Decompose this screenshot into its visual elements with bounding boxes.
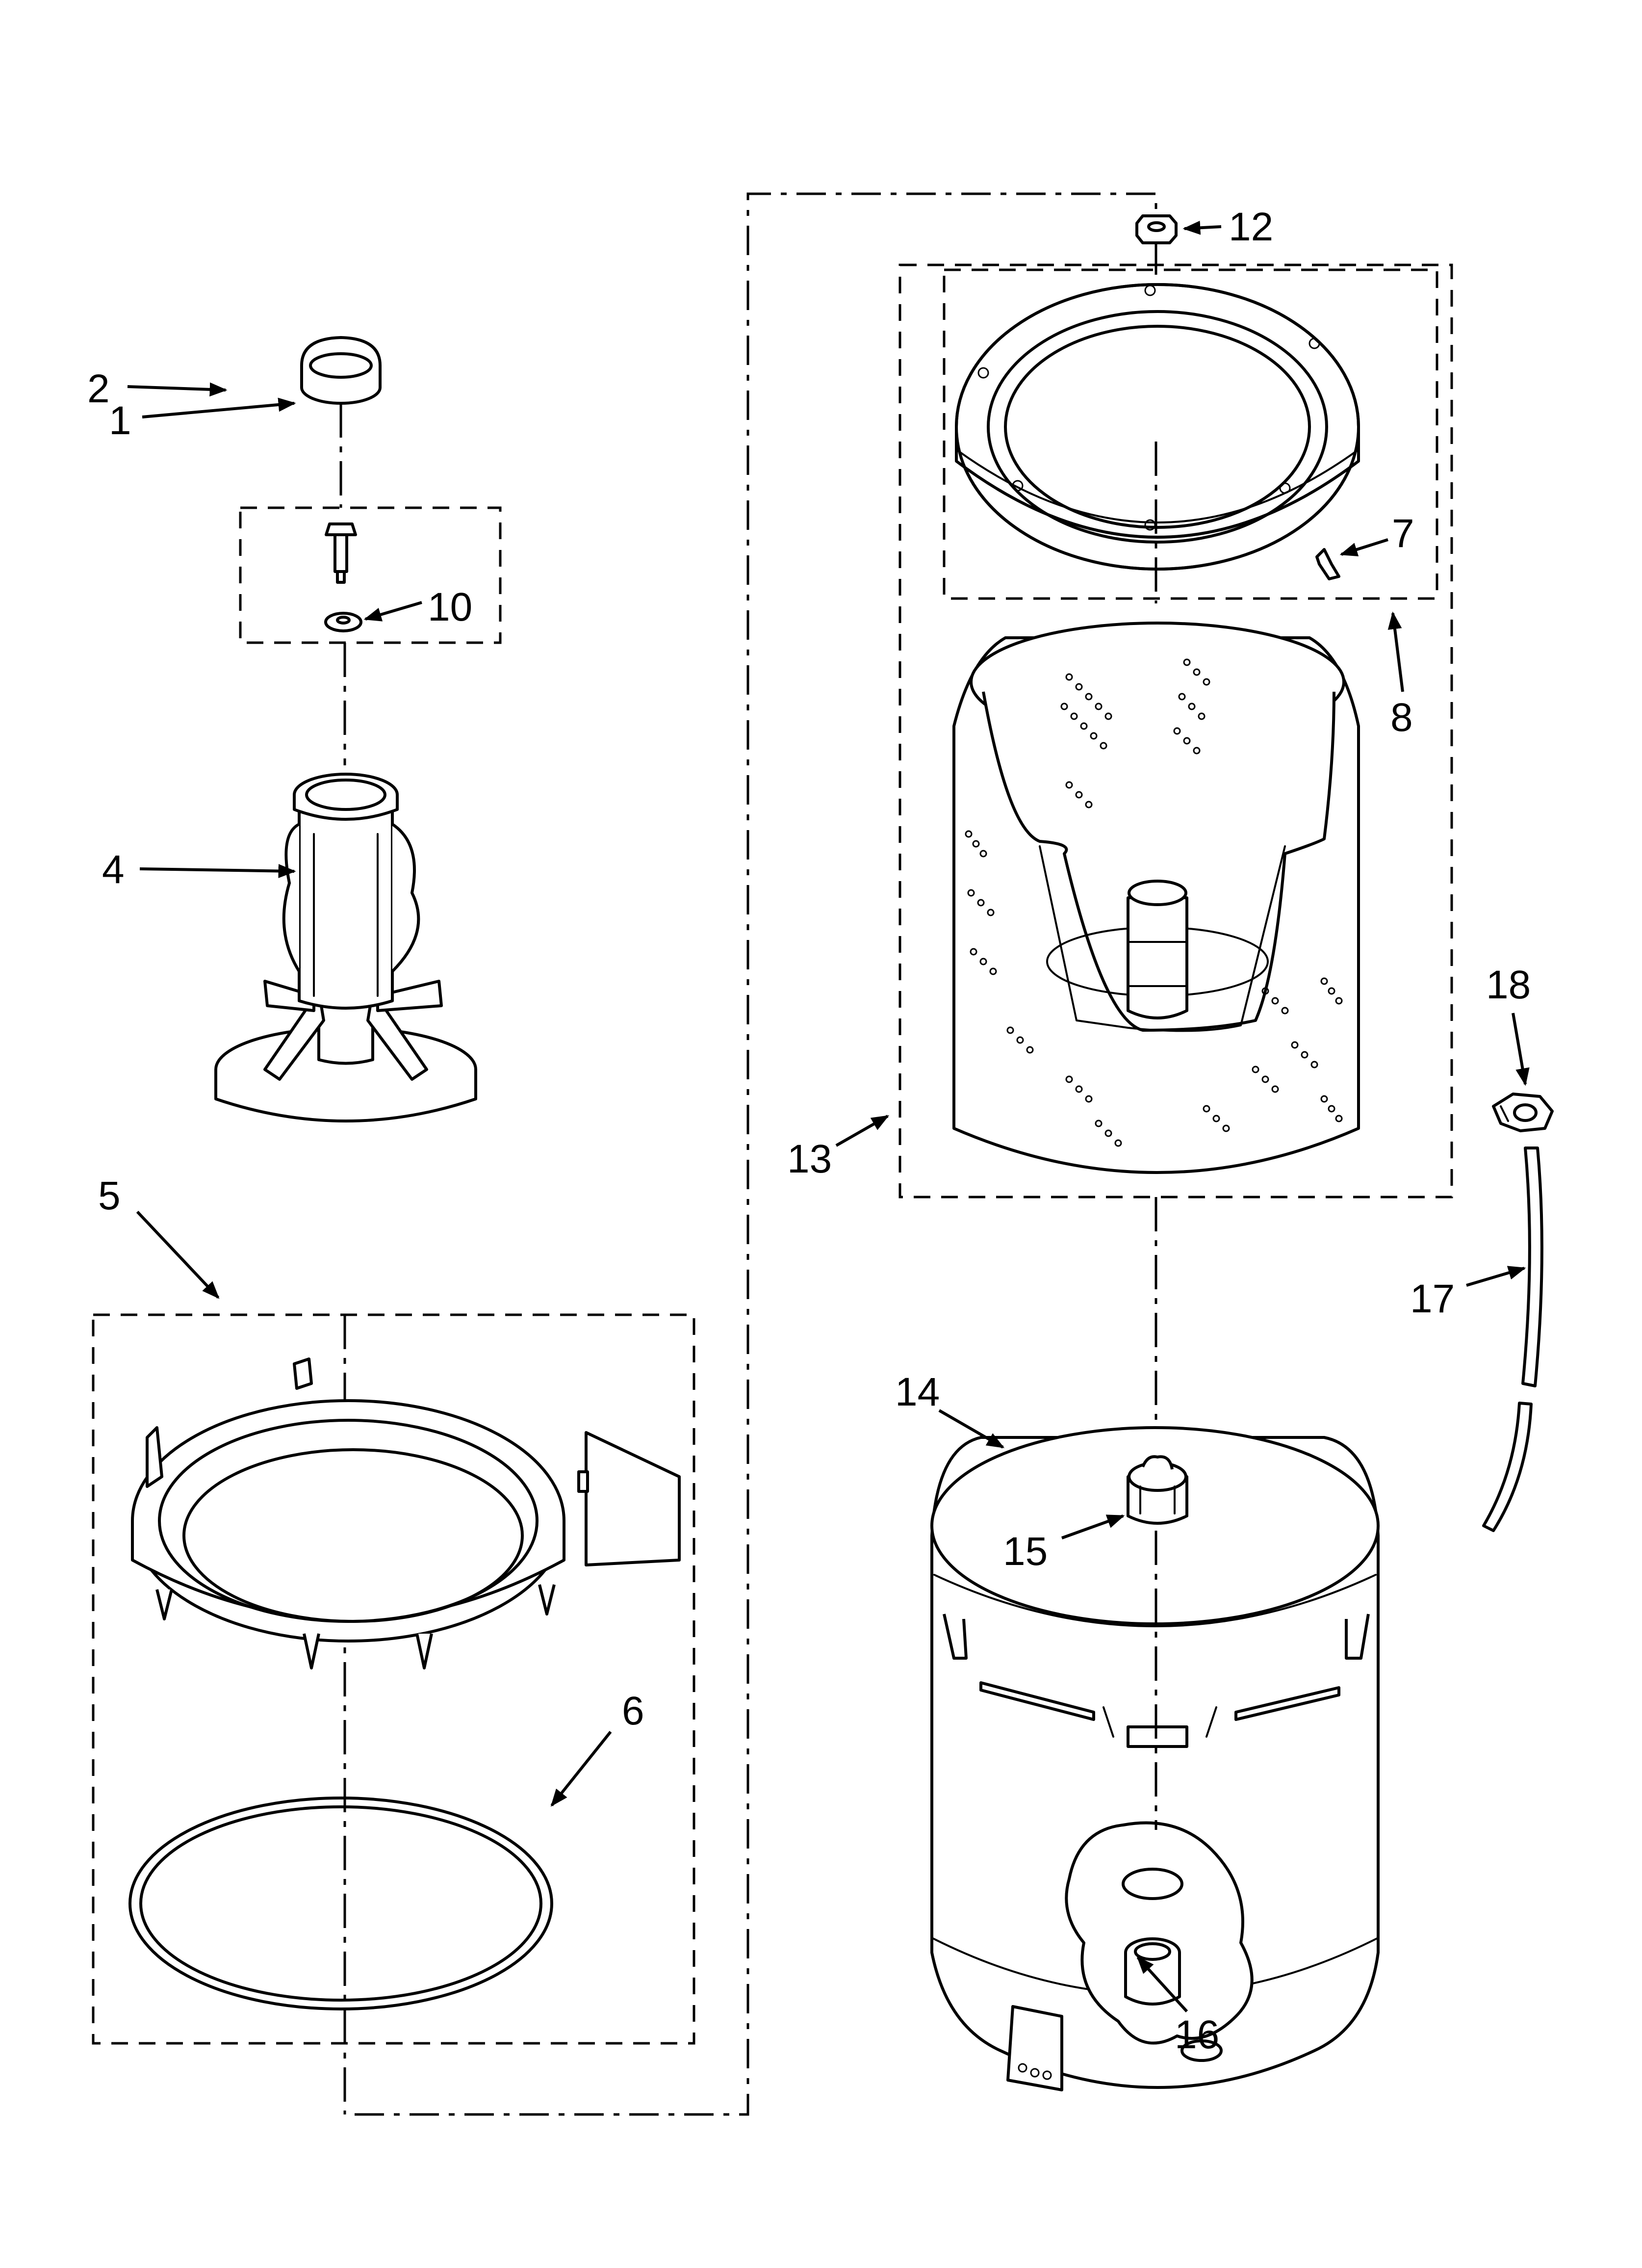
- callout-10: 10: [428, 585, 472, 629]
- leader-arrows: [127, 220, 1530, 2013]
- callout-12: 12: [1229, 205, 1273, 249]
- part-17-hose: [1482, 1147, 1543, 1532]
- part-18-clip: [1492, 1093, 1554, 1132]
- callout-labels: 1 2 4 5 6 7 8 10 12 13 14 15 16 17 18: [87, 205, 1531, 2057]
- part-5-tub-ring: [131, 1357, 681, 1669]
- callout-8: 8: [1390, 695, 1413, 740]
- group-box-13: [898, 263, 1453, 1199]
- part-13-basket: [952, 622, 1360, 1437]
- callout-17: 17: [1410, 1277, 1455, 1321]
- basket-perforations: [965, 658, 1343, 1147]
- part-1-cap: [300, 336, 382, 508]
- callout-4: 4: [102, 847, 125, 892]
- part-8-balance-ring: [955, 283, 1360, 603]
- callout-1: 1: [109, 398, 131, 443]
- callout-6: 6: [622, 1689, 644, 1733]
- callout-14: 14: [895, 1370, 940, 1414]
- group-box-5: [92, 1313, 695, 2045]
- callout-2: 2: [87, 366, 110, 411]
- callout-18: 18: [1486, 963, 1531, 1007]
- part-15-hub: [1127, 1455, 1188, 1525]
- part-4-agitator: [214, 773, 477, 1122]
- callout-15: 15: [1003, 1529, 1048, 1574]
- callout-7: 7: [1392, 511, 1414, 556]
- callout-16: 16: [1175, 2012, 1219, 2057]
- part-12-nut: [1135, 214, 1178, 275]
- part-6-seal-ring: [128, 1797, 553, 2010]
- part-14-outer-tub: [930, 1426, 1380, 2091]
- part-2-bolt-assembly: [324, 522, 362, 765]
- group-box-2: [239, 506, 502, 644]
- callout-5: 5: [98, 1173, 121, 1218]
- callout-13: 13: [787, 1137, 832, 1181]
